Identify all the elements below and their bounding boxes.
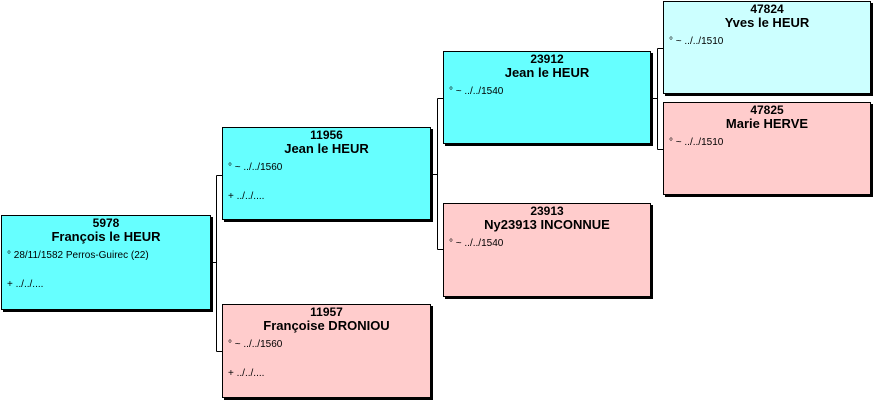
birth-info: ° ~ ../../1540 xyxy=(449,86,504,97)
person-name: Jean le HEUR xyxy=(284,141,369,156)
sosa-number: 23913 xyxy=(530,204,564,218)
person-23913[interactable]: 23913 Ny23913 INCONNUE ° ~ ../../1540 xyxy=(443,203,651,297)
sosa-number: 11956 xyxy=(310,128,343,142)
person-name: Marie HERVE xyxy=(725,116,809,131)
person-name: Françoise DRONIOU xyxy=(263,318,390,333)
person-name: François le HEUR xyxy=(51,229,161,244)
birth-info: ° ~ ../../1510 xyxy=(669,137,724,148)
connector-11956 xyxy=(431,98,443,250)
connector-5978 xyxy=(210,175,222,352)
sosa-number: 47824 xyxy=(750,2,784,16)
birth-info: ° 28/11/1582 Perros-Guirec (22) xyxy=(7,250,149,261)
person-11957[interactable]: 11957 Françoise DRONIOU ° ~ ../../1560 +… xyxy=(222,304,431,398)
birth-info: ° ~ ../../1510 xyxy=(669,36,724,47)
birth-info: ° ~ ../../1560 xyxy=(228,162,283,173)
person-47824[interactable]: 47824 Yves le HEUR ° ~ ../../1510 xyxy=(663,1,871,94)
death-info: + ../../.... xyxy=(7,279,44,290)
death-info: + ../../.... xyxy=(228,191,265,202)
sosa-number: 11957 xyxy=(310,305,343,319)
connector-23912 xyxy=(651,48,663,150)
birth-info: ° ~ ../../1540 xyxy=(449,238,504,249)
sosa-number: 23912 xyxy=(530,52,564,66)
person-name: Ny23913 INCONNUE xyxy=(484,217,610,232)
person-name: Jean le HEUR xyxy=(504,65,590,80)
person-23912[interactable]: 23912 Jean le HEUR ° ~ ../../1540 xyxy=(443,51,651,144)
sosa-number: 47825 xyxy=(750,103,784,117)
person-47825[interactable]: 47825 Marie HERVE ° ~ ../../1510 xyxy=(663,102,871,195)
sosa-number: 5978 xyxy=(92,216,120,230)
person-name: Yves le HEUR xyxy=(724,15,810,30)
birth-info: ° ~ ../../1560 xyxy=(228,339,283,350)
death-info: + ../../.... xyxy=(228,368,265,379)
person-5978[interactable]: 5978 François le HEUR ° 28/11/1582 Perro… xyxy=(1,215,211,310)
person-11956[interactable]: 11956 Jean le HEUR ° ~ ../../1560 + ../.… xyxy=(222,127,431,220)
